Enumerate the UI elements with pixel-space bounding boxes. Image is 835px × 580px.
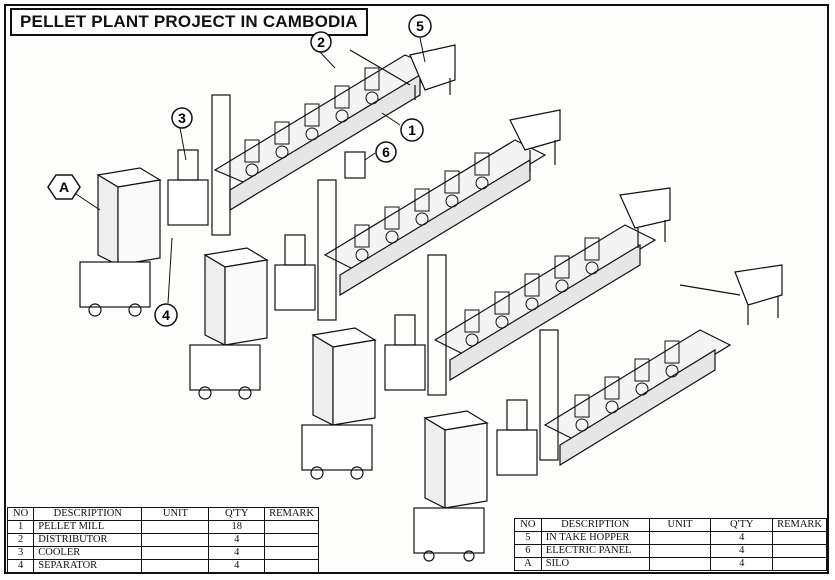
col-description: DESCRIPTION <box>540 518 650 532</box>
col-description: DESCRIPTION <box>33 507 143 521</box>
col-unit: UNIT <box>141 507 210 521</box>
callout-silo: A <box>47 174 81 200</box>
svg-text:5: 5 <box>416 18 424 34</box>
cooler-group <box>167 149 538 476</box>
svg-text:1: 1 <box>408 122 416 138</box>
table-row: 5 IN TAKE HOPPER 4 <box>514 531 827 545</box>
electric-panel-icon <box>344 151 366 179</box>
col-no: NO <box>6 507 35 521</box>
callout-electric-panel: 6 <box>375 141 397 163</box>
callout-cooler: 3 <box>171 107 193 129</box>
svg-text:3: 3 <box>178 110 186 126</box>
page-title: PELLET PLANT PROJECT IN CAMBODIA <box>10 8 368 36</box>
col-qty: Q'TY <box>208 507 266 521</box>
col-remark: REMARK <box>772 518 827 532</box>
table-row: 4 SEPARATOR 4 <box>6 559 319 573</box>
table-row: 6 ELECTRIC PANEL 4 <box>514 544 827 558</box>
svg-text:A: A <box>59 179 69 195</box>
legend-right-header-row: NO DESCRIPTION UNIT Q'TY REMARK <box>514 518 827 532</box>
production-line-2 <box>317 109 561 321</box>
callout-pellet-mill: 1 <box>400 118 424 142</box>
legend-table-left: NO DESCRIPTION UNIT Q'TY REMARK 1 PELLET… <box>6 507 319 573</box>
col-unit: UNIT <box>648 518 712 532</box>
production-line-3 <box>427 187 671 396</box>
svg-text:2: 2 <box>317 34 325 50</box>
svg-text:6: 6 <box>382 144 390 160</box>
callout-distributor: 2 <box>310 31 332 53</box>
table-row: 1 PELLET MILL 18 <box>6 520 319 534</box>
table-row: A SILO 4 <box>514 557 827 571</box>
svg-text:4: 4 <box>162 307 170 323</box>
col-remark: REMARK <box>264 507 319 521</box>
callout-intake-hopper: 5 <box>408 14 432 38</box>
table-row: 2 DISTRIBUTOR 4 <box>6 533 319 547</box>
silo-group <box>79 167 489 562</box>
callout-separator: 4 <box>154 303 178 327</box>
production-line-4 <box>539 264 783 467</box>
col-no: NO <box>514 518 542 532</box>
legend-left-header-row: NO DESCRIPTION UNIT Q'TY REMARK <box>6 507 319 521</box>
table-row: 3 COOLER 4 <box>6 546 319 560</box>
legend-table-right: NO DESCRIPTION UNIT Q'TY REMARK 5 IN TAK… <box>514 518 827 571</box>
col-qty: Q'TY <box>710 518 774 532</box>
production-line-1 <box>211 44 456 236</box>
